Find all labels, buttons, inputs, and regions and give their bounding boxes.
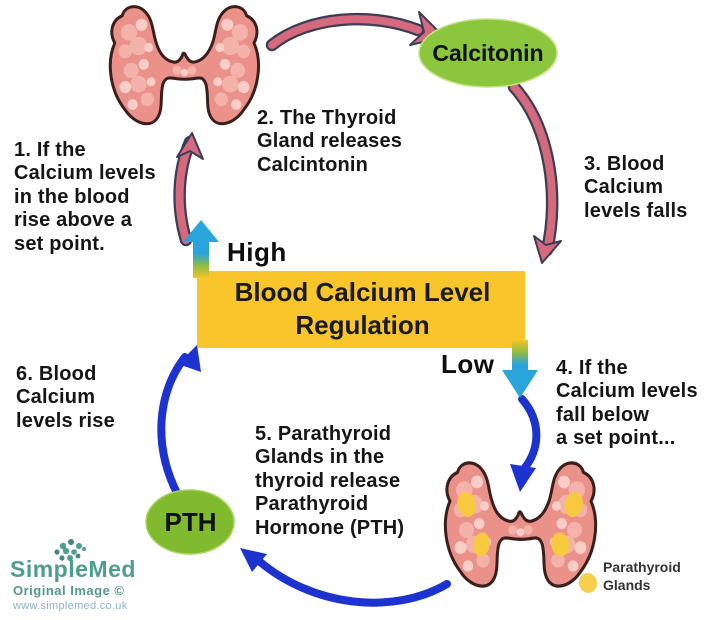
arrow-thyroid-to-calcitonin bbox=[265, 11, 445, 52]
arrow-calcitonin-to-box bbox=[507, 80, 562, 264]
regulation-box bbox=[197, 271, 525, 348]
thyroid-gland-with-parathyroids bbox=[443, 461, 598, 588]
parathyroid-glands bbox=[457, 491, 583, 557]
simplemed-logo-text: SimpleMed bbox=[10, 556, 136, 582]
calcitonin-node bbox=[418, 18, 558, 88]
regulation-box-title: Blood Calcium Level Regulation bbox=[234, 277, 491, 341]
pth-node bbox=[145, 489, 235, 555]
step-3-text: 3. Blood Calcium levels falls bbox=[584, 153, 688, 222]
low-label: Low bbox=[441, 349, 495, 379]
arrow-rise-to-thyroid bbox=[173, 132, 204, 247]
brand-tagline: Original Image © bbox=[13, 583, 125, 598]
thyroid-gland bbox=[108, 5, 261, 126]
high-label: High bbox=[227, 237, 287, 267]
simplemed-logo-icon bbox=[54, 539, 86, 561]
step-1-text: 1. If the Calcium levels in the blood ri… bbox=[14, 139, 156, 255]
step-2-text: 2. The Thyroid Gland releases Calcintoni… bbox=[257, 107, 403, 176]
arrow-pth-to-box bbox=[157, 345, 201, 499]
low-down-arrow bbox=[502, 340, 538, 398]
pth-label: PTH bbox=[164, 507, 217, 537]
high-up-arrow bbox=[183, 220, 219, 278]
step-5-text: 5. Parathyroid Glands in the thyroid rel… bbox=[255, 423, 405, 539]
arrow-low-to-thyroid bbox=[510, 395, 541, 492]
arrow-thyroid-to-pth bbox=[240, 548, 451, 607]
parathyroid-legend-label: Parathyroid Glands bbox=[603, 559, 681, 593]
brand-url: www.simplemed.co.uk bbox=[13, 600, 128, 612]
step-4-text: 4. If the Calcium levels fall below a se… bbox=[556, 357, 698, 450]
parathyroid-legend-swatch bbox=[578, 573, 598, 593]
step-6-text: 6. Blood Calcium levels rise bbox=[16, 363, 115, 432]
calcitonin-label: Calcitonin bbox=[432, 40, 544, 66]
